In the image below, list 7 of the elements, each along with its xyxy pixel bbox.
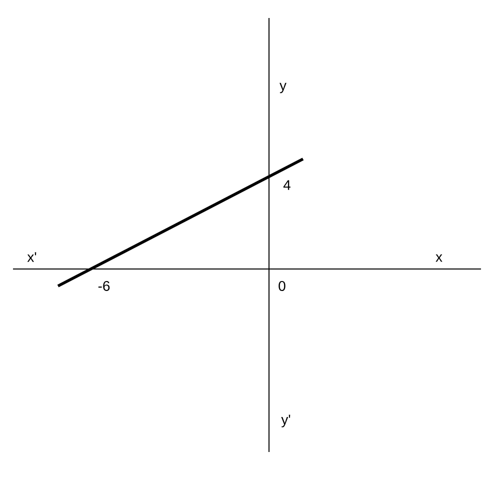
axis-label: x xyxy=(436,254,442,262)
axis-label: x' xyxy=(27,252,36,262)
origin-label: 0 xyxy=(278,281,286,291)
axis-label: y' xyxy=(281,414,290,428)
intercept-label: 4 xyxy=(283,180,290,190)
axis-label: y xyxy=(280,82,286,94)
intercept-label: -6 xyxy=(98,281,110,291)
